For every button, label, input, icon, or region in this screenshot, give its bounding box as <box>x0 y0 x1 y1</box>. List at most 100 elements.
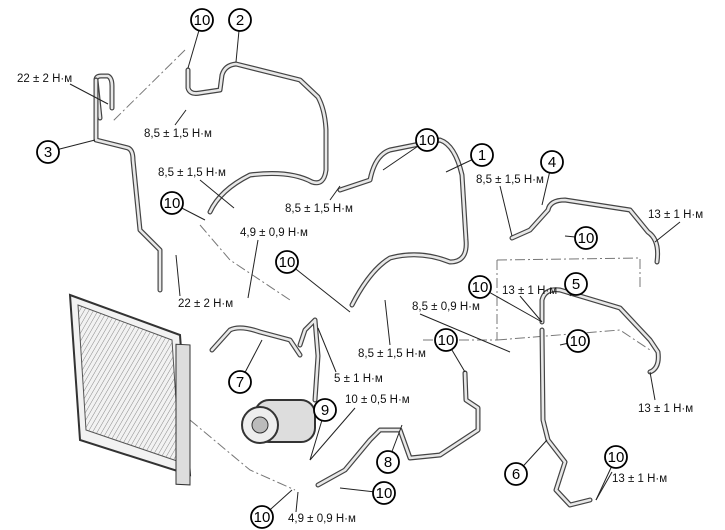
torque-spec-label: 8,5 ± 1,5 Н·м <box>285 203 353 215</box>
callout-circle <box>470 143 494 167</box>
torque-spec-label: 10 ± 0,5 Н·м <box>345 394 410 406</box>
part-callout-10: 10 <box>434 328 458 352</box>
callout-circle <box>434 328 458 352</box>
part-callout-10: 10 <box>250 505 274 529</box>
torque-spec-label: 5 ± 1 Н·м <box>334 373 383 385</box>
callout-number: 10 <box>578 230 595 247</box>
callout-number: 9 <box>321 402 329 419</box>
torque-leader-line <box>649 371 656 401</box>
callout-number: 10 <box>472 279 489 296</box>
torque-spec-label: 22 ± 2 Н·м <box>17 73 72 85</box>
callout-number: 10 <box>254 509 271 526</box>
refrigerant-pipe-highlight <box>316 371 480 487</box>
condenser <box>68 293 192 486</box>
pipes <box>93 61 661 508</box>
refrigerant-pipe-highlight <box>510 198 659 264</box>
dash-lines <box>111 49 651 491</box>
callout-circle <box>250 505 274 529</box>
part-callout-1: 1 <box>470 143 494 167</box>
callout-circle <box>504 462 528 486</box>
torque-spec-label: 8,5 ± 1,5 Н·м <box>358 348 426 360</box>
part-callout-7: 7 <box>228 370 252 394</box>
torque-leader-line <box>174 109 187 126</box>
callout-number: 6 <box>512 466 520 483</box>
part-callout-2: 2 <box>228 8 252 32</box>
callout-number: 10 <box>608 449 625 466</box>
refrigerant-pipe-highlight <box>540 328 592 507</box>
torque-spec-label: 8,5 ± 0,9 Н·м <box>412 301 480 313</box>
part-callout-10: 10 <box>604 445 628 469</box>
callout-circle <box>540 150 564 174</box>
callout-number: 5 <box>572 276 580 293</box>
compressor <box>241 399 316 444</box>
refrigerant-pipe <box>93 77 163 293</box>
torque-leader-line <box>499 185 513 237</box>
torque-leader-line <box>595 471 613 501</box>
torque-spec-label: 8,5 ± 1,5 Н·м <box>476 174 544 186</box>
part-callout-3: 3 <box>36 140 60 164</box>
torque-leader-line <box>199 179 235 209</box>
callout-circle <box>372 481 396 505</box>
torque-leader-line <box>654 221 681 243</box>
callout-number: 8 <box>384 454 392 471</box>
refrigerant-pipe-highlight <box>210 326 302 357</box>
callout-circle <box>275 250 299 274</box>
callout-number: 10 <box>419 132 436 149</box>
torque-spec-label: 8,5 ± 1,5 Н·м <box>158 167 226 179</box>
torque-spec-label: 4,9 ± 0,9 Н·м <box>288 513 356 525</box>
torque-leader-line <box>329 185 341 201</box>
torque-leader-line <box>309 407 356 461</box>
callout-circle <box>228 8 252 32</box>
refrigerant-pipe-highlight <box>94 78 162 292</box>
refrigerant-pipe-highlight <box>540 288 660 374</box>
refrigerant-pipe-highlight <box>338 138 468 307</box>
callout-circle <box>564 272 588 296</box>
part-callout-4: 4 <box>540 150 564 174</box>
callout-number: 10 <box>376 485 393 502</box>
torque-leader-line <box>419 313 511 353</box>
part-callout-10: 10 <box>372 481 396 505</box>
torque-leader-line <box>69 83 109 105</box>
callout-circle <box>190 8 214 32</box>
torque-leader-line <box>247 239 259 299</box>
callout-number: 7 <box>236 374 244 391</box>
part-callout-10: 10 <box>468 275 492 299</box>
callout-circle <box>160 191 184 215</box>
callout-circle <box>376 450 400 474</box>
callout-circle <box>415 128 439 152</box>
torque-spec-label: 8,5 ± 1,5 Н·м <box>144 128 212 140</box>
callout-circle <box>566 329 590 353</box>
torque-spec-label: 13 ± 1 Н·м <box>612 473 667 485</box>
refrigerant-pipe <box>337 137 469 308</box>
callout-circle <box>36 140 60 164</box>
callout-circle <box>604 445 628 469</box>
callout-number: 3 <box>44 144 52 161</box>
callout-number: 2 <box>236 12 244 29</box>
callout-circle <box>574 226 598 250</box>
torque-spec-label: 4,9 ± 0,9 Н·м <box>240 227 308 239</box>
callout-circle <box>468 275 492 299</box>
torque-leader-line <box>175 254 181 297</box>
callout-number: 10 <box>194 12 211 29</box>
callout-number: 10 <box>164 195 181 212</box>
callout-number: 1 <box>478 147 486 164</box>
callout-circle <box>228 370 252 394</box>
callout-number: 10 <box>570 333 587 350</box>
refrigerant-pipe-highlight <box>186 62 328 214</box>
callout-circle <box>313 398 337 422</box>
callout-number: 10 <box>279 254 296 271</box>
leader-line <box>286 261 351 313</box>
part-callout-10: 10 <box>275 250 299 274</box>
part-callout-10: 10 <box>160 191 184 215</box>
torque-spec-label: 13 ± 1 Н·м <box>648 209 703 221</box>
part-callout-9: 9 <box>313 398 337 422</box>
torque-leader-line <box>384 299 391 346</box>
part-callout-10: 10 <box>415 128 439 152</box>
refrigerant-pipe <box>539 327 593 508</box>
torque-spec-label: 13 ± 1 Н·м <box>638 403 693 415</box>
callout-number: 10 <box>438 332 455 349</box>
torque-leader-line <box>295 491 299 513</box>
part-callout-5: 5 <box>564 272 588 296</box>
